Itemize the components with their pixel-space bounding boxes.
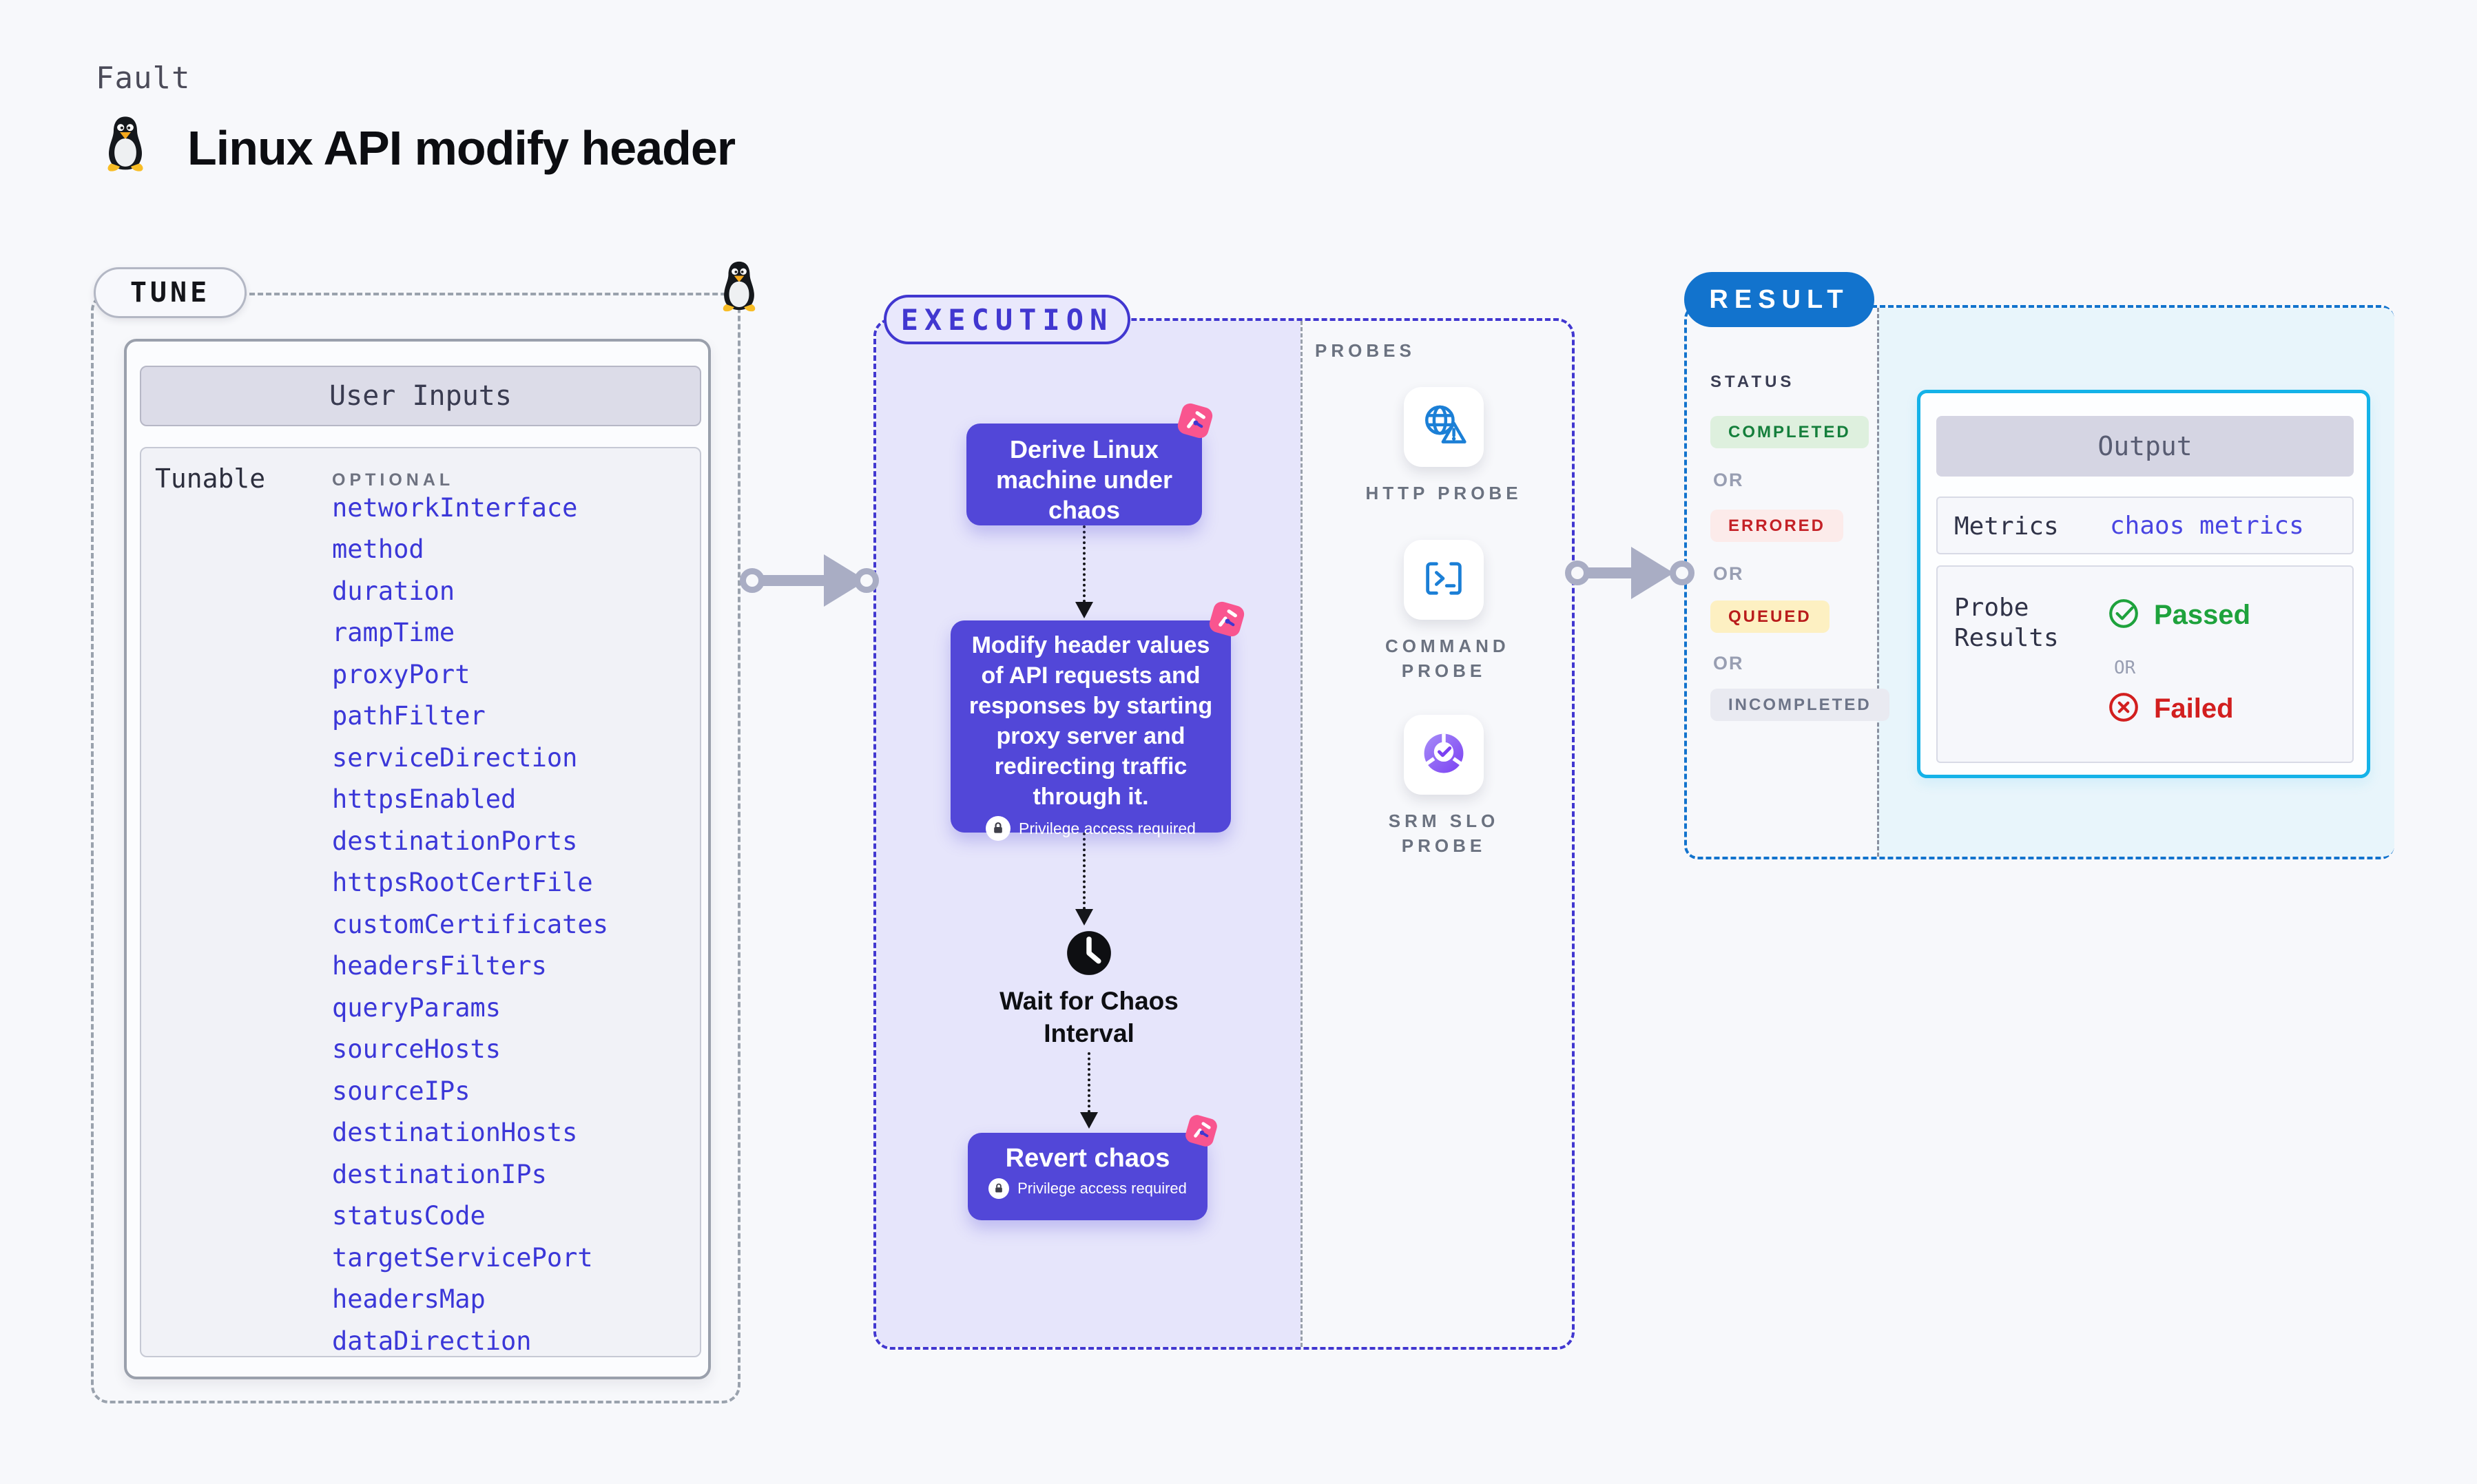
optional-label: OPTIONAL [332, 470, 455, 490]
x-circle-icon [2107, 691, 2140, 727]
metrics-label: Metrics [1954, 512, 2059, 541]
tunable-item[interactable]: httpsRootCertFile [332, 868, 593, 898]
check-circle-icon [2107, 597, 2140, 634]
probe-card-srm-slo [1404, 715, 1484, 795]
step-modify-text: Modify header values of API requests and… [968, 632, 1213, 810]
tune-pill: TUNE [94, 267, 247, 318]
chaos-metrics-link[interactable]: chaos metrics [2110, 512, 2304, 540]
tunable-item[interactable]: destinationIPs [332, 1159, 547, 1189]
tunable-item[interactable]: method [332, 534, 424, 565]
status-or: OR [1713, 653, 1744, 673]
slo-donut-check-icon [1420, 729, 1468, 781]
fault-kicker: Fault [96, 61, 191, 96]
tunable-item[interactable]: dataDirection [332, 1326, 532, 1356]
connector-derive-modify [1083, 525, 1086, 603]
tunable-item[interactable]: sourceHosts [332, 1034, 501, 1065]
output-card: Output Metrics chaos metrics Probe Resul… [1917, 390, 2370, 778]
probe-label-command: COMMAND PROBE [1385, 636, 1510, 681]
status-badge-queued: QUEUED [1710, 600, 1830, 633]
tunable-item[interactable]: proxyPort [332, 659, 470, 689]
privilege-note-text: Privilege access required [1019, 819, 1196, 837]
execution-pill: EXECUTION [884, 295, 1130, 344]
tune-region [91, 293, 740, 1403]
step-revert-text: Revert chaos [1005, 1144, 1170, 1173]
status-badge-errored: ERRORED [1710, 510, 1844, 542]
privilege-note: Privilege access required [951, 816, 1231, 841]
passed-label: Passed [2154, 600, 2251, 630]
step-modify-header: Modify header values of API requests and… [951, 620, 1231, 841]
result-pill: RESULT [1684, 272, 1874, 327]
chaos-badge-icon [1172, 398, 1218, 443]
tunable-item[interactable]: rampTime [332, 618, 455, 648]
lock-icon [988, 1178, 1010, 1199]
failed-label: Failed [2154, 693, 2234, 724]
tunable-item[interactable]: pathFilter [332, 701, 486, 731]
probe-label-http: HTTP PROBE [1365, 483, 1522, 503]
tunable-item[interactable]: targetServicePort [332, 1242, 593, 1273]
step-derive-machine: Derive Linux machine under chaos [966, 424, 1202, 525]
privilege-note: Privilege access required [968, 1178, 1208, 1199]
tunable-label: Tunable [155, 463, 266, 494]
tunable-item[interactable]: sourceIPs [332, 1076, 470, 1106]
tunable-item[interactable]: networkInterface [332, 492, 578, 523]
status-or: OR [1713, 470, 1744, 490]
tux-penguin-icon [102, 114, 149, 174]
tunables-panel: Tunable OPTIONAL networkInterface method… [140, 447, 701, 1357]
tunable-item[interactable]: customCertificates [332, 909, 608, 939]
user-inputs-card: User Inputs Tunable OPTIONAL networkInte… [124, 339, 711, 1379]
connector-wait-revert [1088, 1052, 1090, 1113]
probe-results-label: Probe Results [1954, 594, 2059, 652]
clock-icon [1066, 930, 1112, 976]
step-derive-text: Derive Linux machine under chaos [995, 435, 1173, 524]
user-inputs-header: User Inputs [140, 366, 701, 426]
probe-result-passed: Passed [2107, 597, 2250, 634]
tunables-list: networkInterface method duration rampTim… [332, 487, 608, 1362]
wait-label: Wait for Chaos Interval [999, 987, 1179, 1047]
status-title: STATUS [1710, 373, 1795, 391]
connector-arrowhead [1075, 909, 1093, 926]
connector-arrowhead [1075, 602, 1093, 618]
tunable-item[interactable]: destinationHosts [332, 1118, 578, 1148]
tunable-item[interactable]: httpsEnabled [332, 784, 517, 815]
tux-penguin-icon [718, 259, 760, 314]
tunable-item[interactable]: destinationPorts [332, 826, 578, 856]
probes-title: PROBES [1315, 340, 1416, 361]
globe-alert-icon [1419, 401, 1469, 454]
status-or: OR [1713, 563, 1744, 584]
step-revert-chaos: Revert chaos Privilege access required [968, 1133, 1208, 1220]
connector-arrowhead [1080, 1112, 1098, 1129]
tunable-item[interactable]: headersMap [332, 1284, 486, 1315]
page-title: Linux API modify header [187, 121, 736, 175]
tunable-item[interactable]: serviceDirection [332, 742, 578, 773]
probe-result-failed: Failed [2107, 691, 2234, 727]
tunable-item[interactable]: queryParams [332, 992, 501, 1023]
connector-modify-wait [1083, 833, 1086, 910]
status-badge-completed: COMPLETED [1710, 416, 1869, 448]
tunable-item[interactable]: duration [332, 576, 455, 606]
probe-results-row: Probe Results Passed OR Failed [1936, 565, 2354, 763]
probe-result-or: OR [2114, 658, 2136, 678]
probes-divider [1300, 321, 1303, 1347]
status-badge-incompleted: INCOMPLETED [1710, 689, 1889, 721]
chaos-badge-icon [1181, 1110, 1222, 1151]
privilege-note-text: Privilege access required [1017, 1180, 1187, 1197]
probe-card-http [1404, 387, 1484, 467]
terminal-icon [1420, 555, 1467, 605]
probe-label-srm-slo: SRM SLO PROBE [1388, 811, 1500, 856]
output-header: Output [1936, 416, 2354, 477]
metrics-row: Metrics chaos metrics [1936, 497, 2354, 554]
result-divider [1877, 308, 1879, 857]
probe-card-command [1404, 540, 1484, 620]
lock-icon [986, 816, 1011, 841]
tunable-item[interactable]: headersFilters [332, 951, 547, 981]
tunable-item[interactable]: statusCode [332, 1201, 486, 1231]
chaos-badge-icon [1204, 596, 1250, 642]
